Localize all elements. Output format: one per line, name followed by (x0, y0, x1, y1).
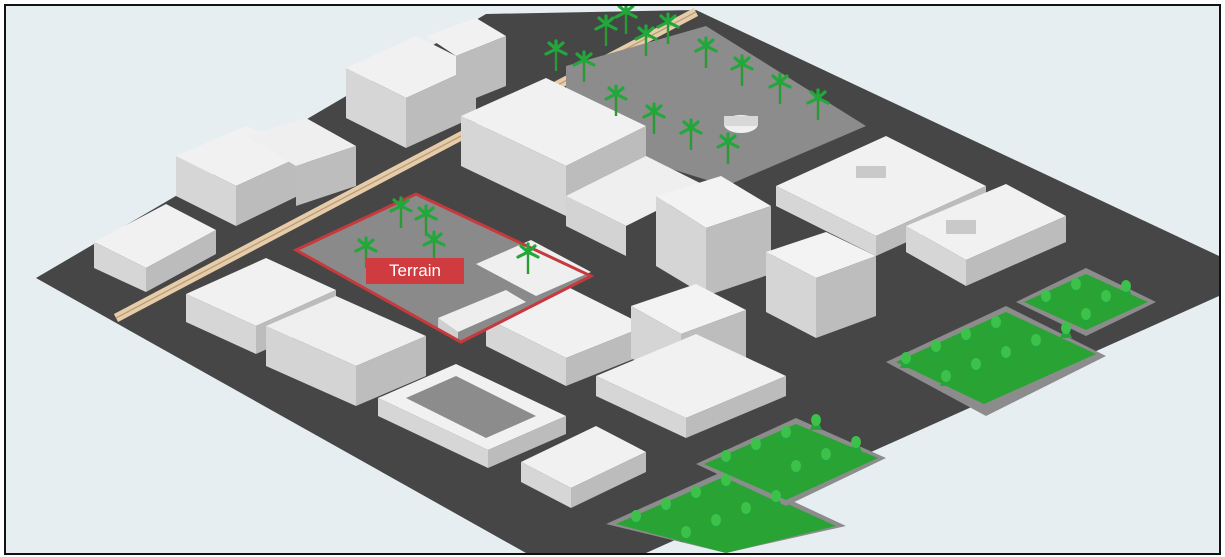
parks (606, 268, 1156, 553)
city-scene (36, 6, 1219, 553)
buildings (94, 18, 1066, 508)
terrain-label: Terrain (366, 258, 464, 284)
diagram-frame: Terrain (4, 4, 1221, 555)
